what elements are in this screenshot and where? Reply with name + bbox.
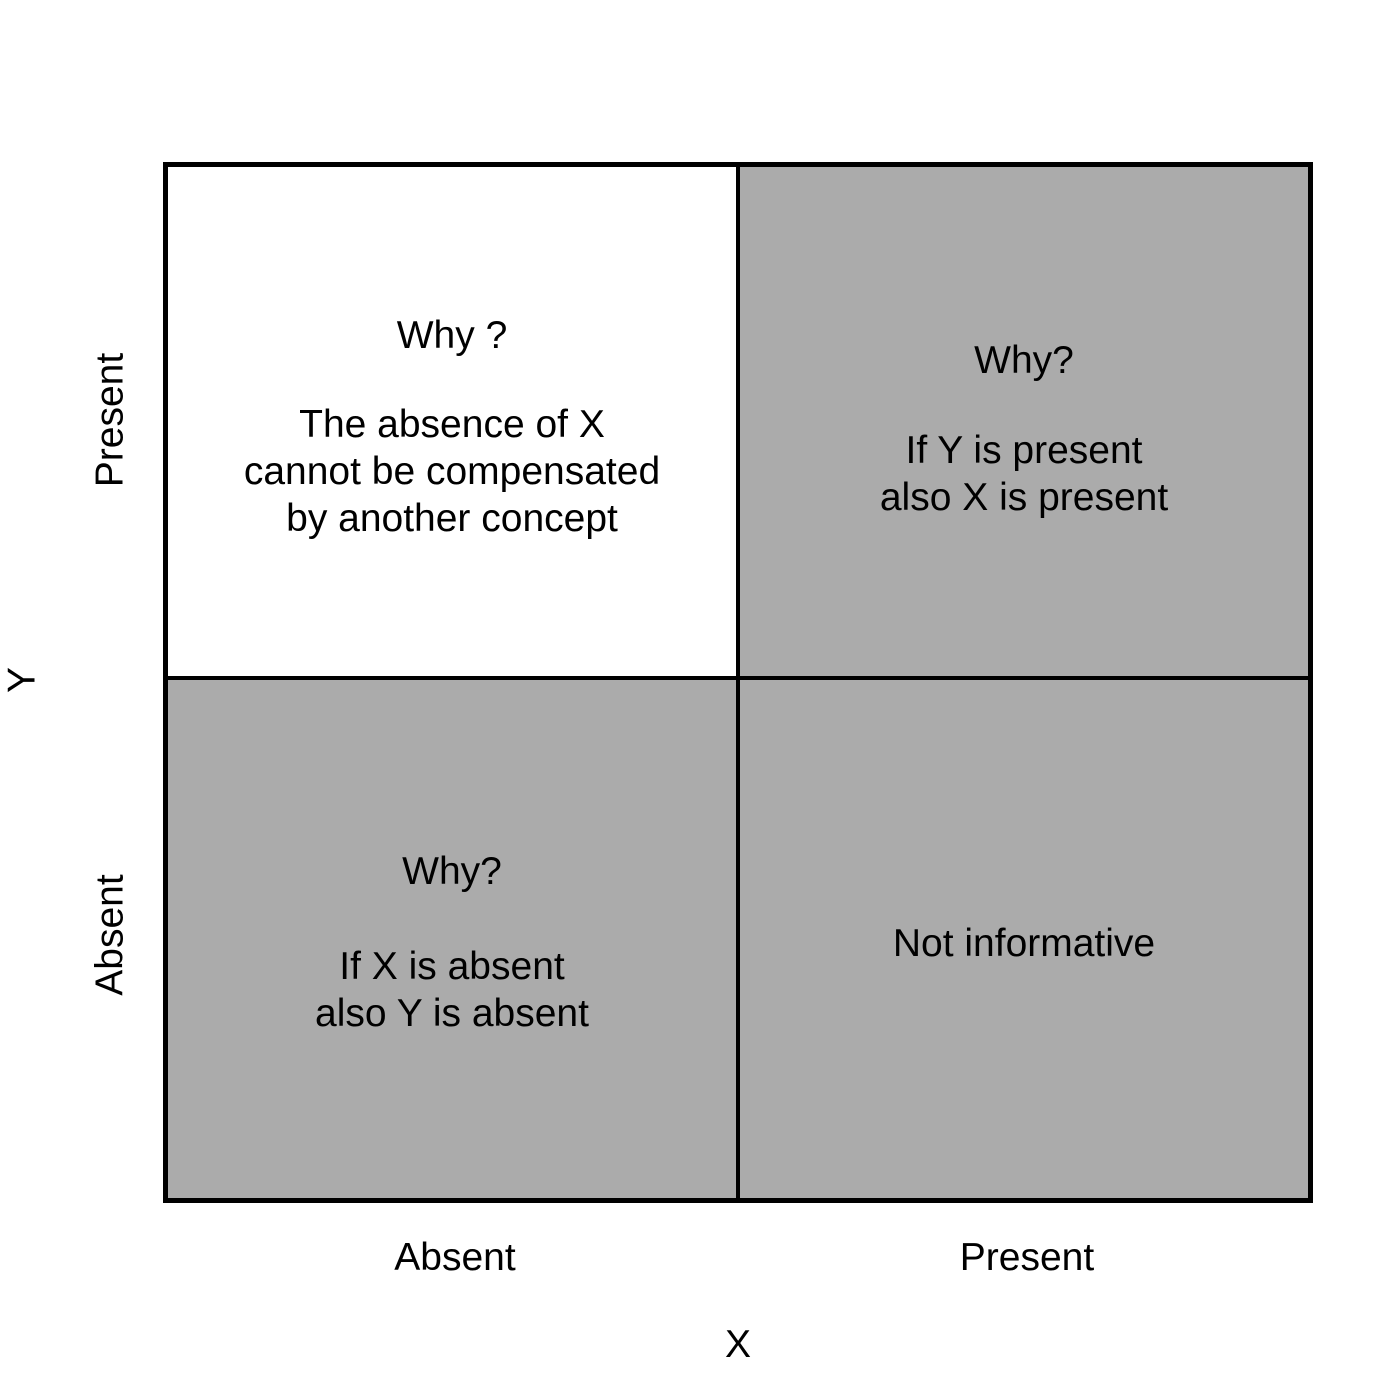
- quadrant-bottom-right-body: Not informative: [892, 922, 1156, 966]
- quadrant-present-x-absent-y[interactable]: Not informative: [738, 678, 1308, 1198]
- quadrant-top-right-heading: Why?: [974, 339, 1074, 382]
- y-axis-tick-present: Present: [88, 352, 132, 488]
- y-axis-tick-absent: Absent: [88, 874, 132, 996]
- quadrant-bottom-left-body: If X is absent also Y is absent: [315, 945, 589, 1036]
- x-axis-title: X: [724, 1323, 752, 1366]
- quadrant-absent-x-absent-y[interactable]: Why? If X is absent also Y is absent: [168, 678, 738, 1198]
- x-axis-tick-absent: Absent: [394, 1236, 516, 1279]
- quadrant-top-right-body: If Y is present also X is present: [879, 429, 1169, 519]
- matrix-frame: Why ? The absence of X cannot be compens…: [163, 162, 1313, 1203]
- quadrant-bottom-left-heading: Why?: [402, 850, 502, 894]
- quadrant-present-x-present-y[interactable]: Why? If Y is present also X is present: [738, 167, 1308, 679]
- quadrant-top-left-body: The absence of X cannot be compensated b…: [243, 403, 661, 540]
- x-axis-tick-present: Present: [959, 1236, 1095, 1279]
- y-axis-title: Y: [0, 666, 44, 694]
- quadrant-absent-x-present-y[interactable]: Why ? The absence of X cannot be compens…: [168, 167, 738, 679]
- matrix-grid: Why ? The absence of X cannot be compens…: [168, 167, 1308, 1198]
- quadrant-top-left-heading: Why ?: [396, 314, 508, 357]
